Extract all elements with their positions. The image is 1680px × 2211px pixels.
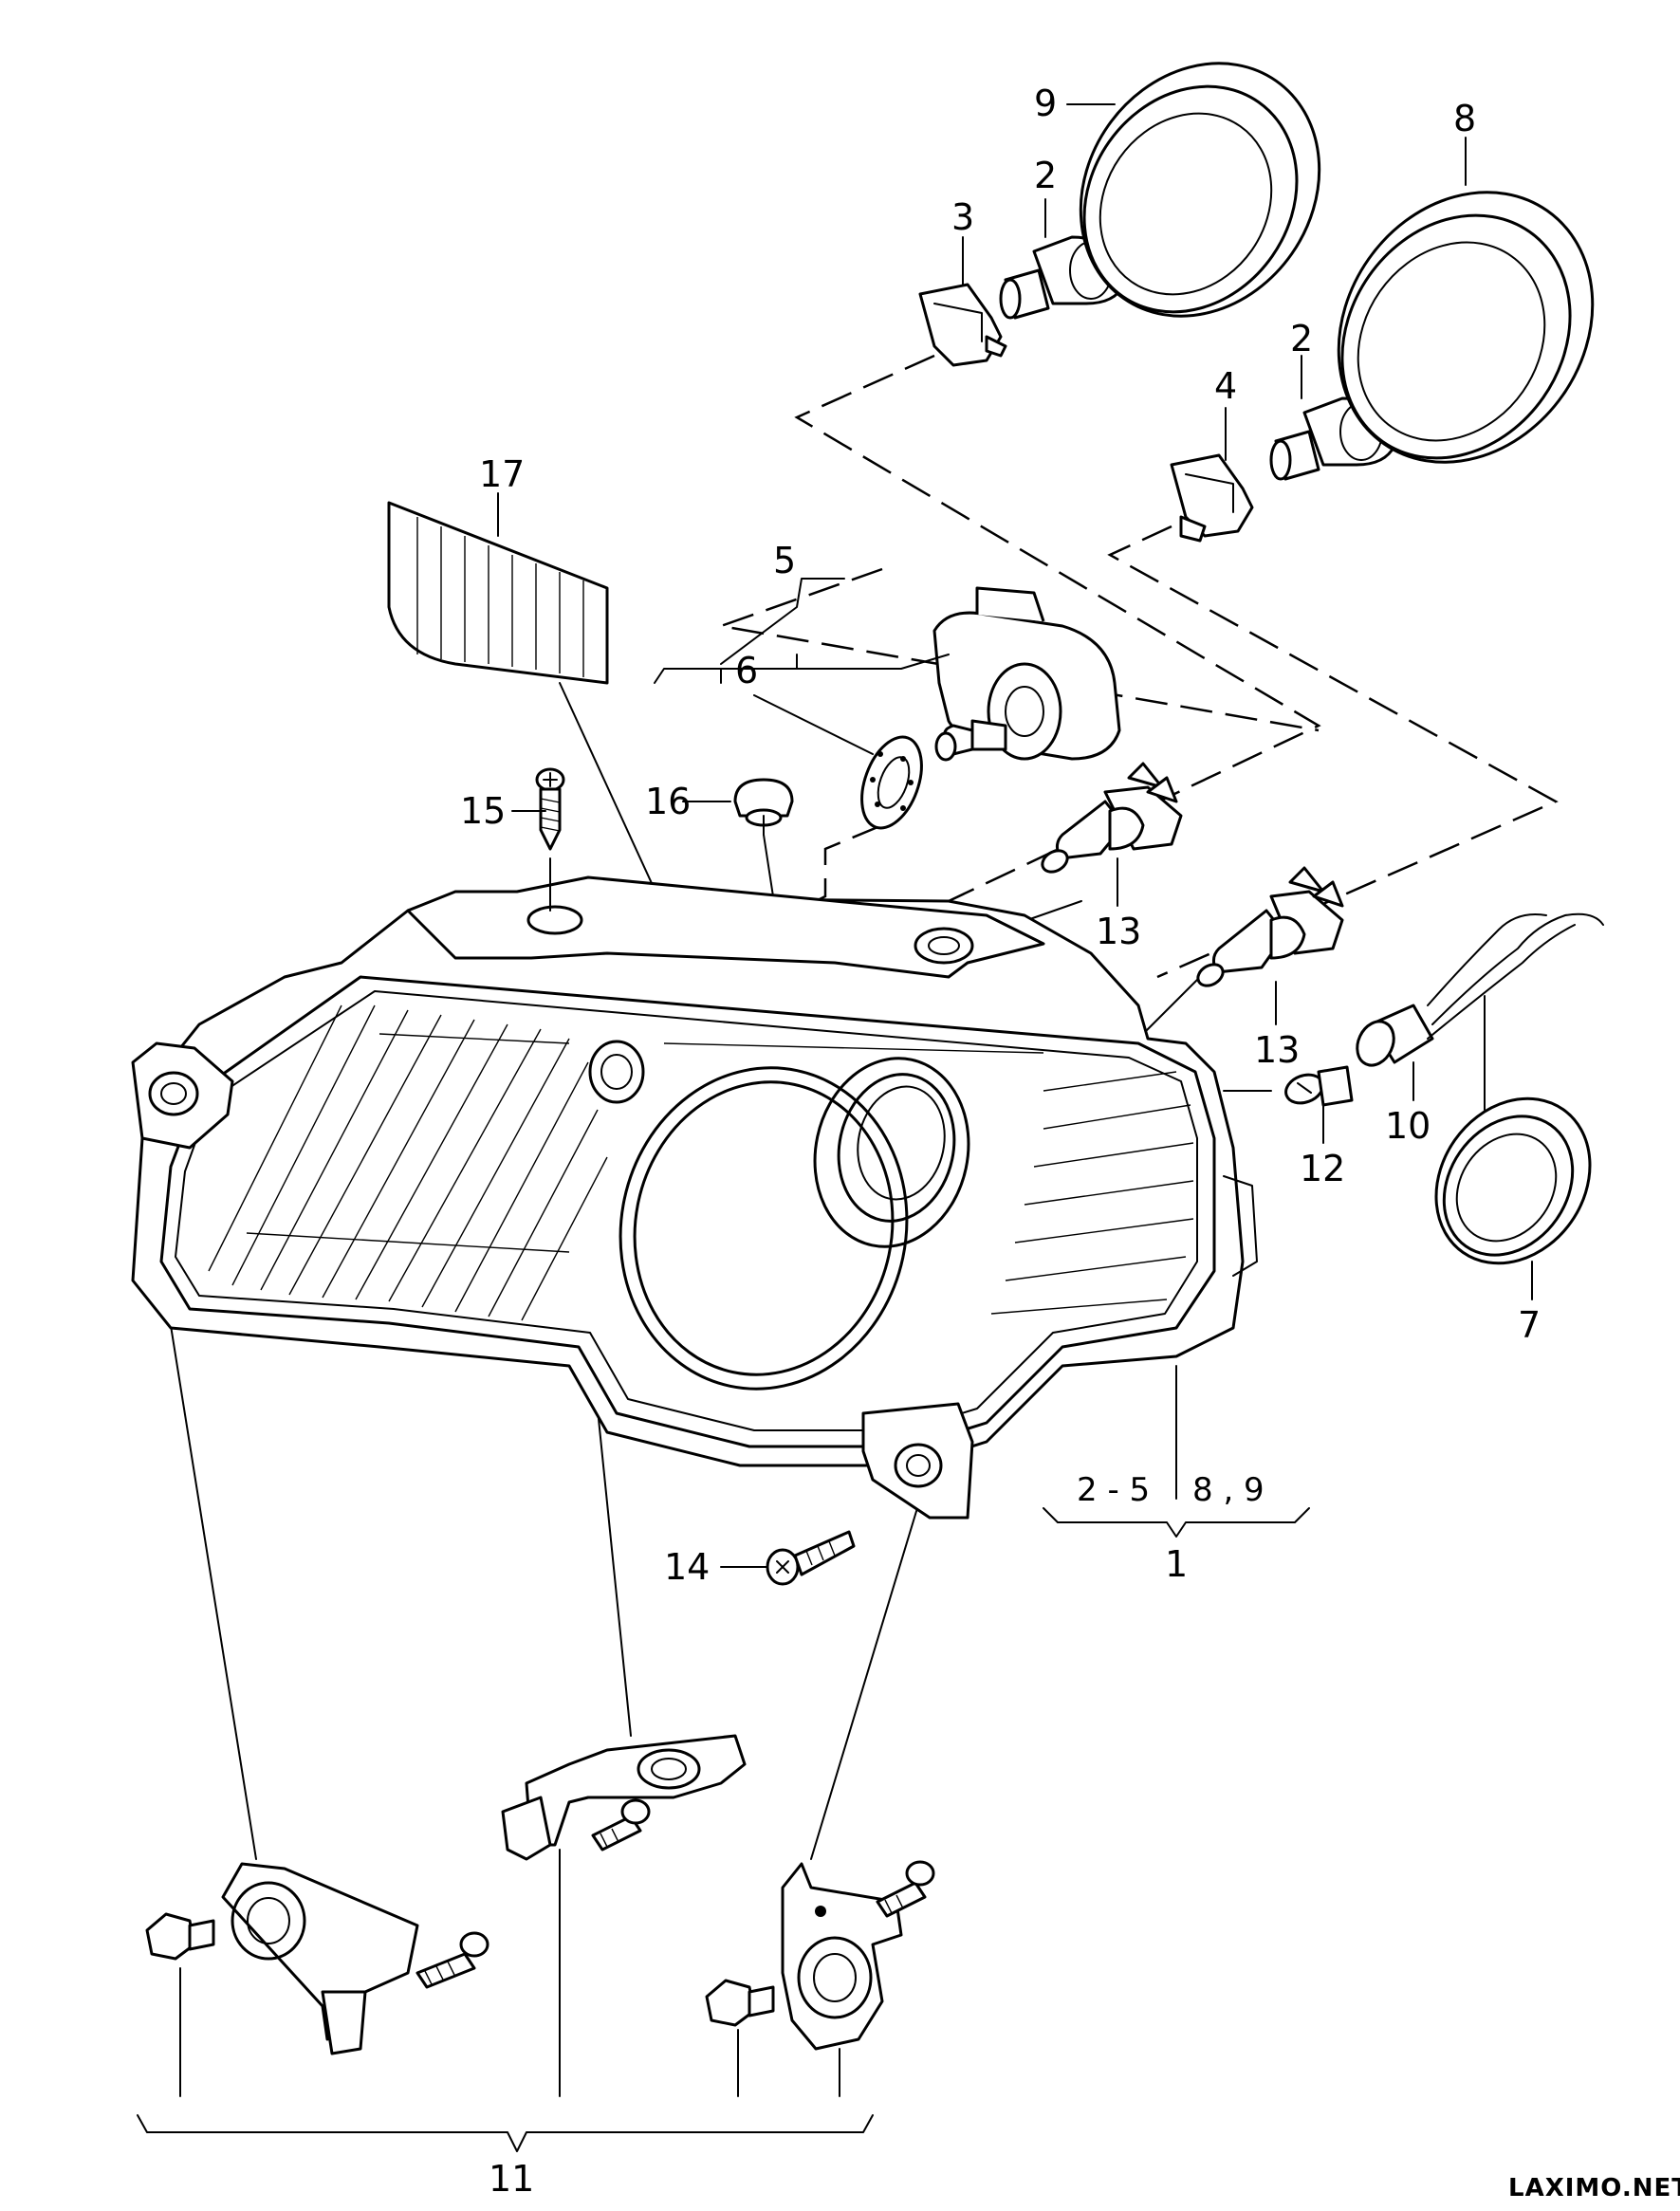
callout-8: 8 bbox=[1453, 98, 1476, 139]
group-label-2-5: 2 - 5 bbox=[1077, 1471, 1150, 1509]
callout-13-lower: 13 bbox=[1254, 1029, 1300, 1071]
part-11-bracket-center bbox=[501, 1734, 747, 2097]
callout-7: 7 bbox=[1518, 1304, 1541, 1346]
part-7-cap bbox=[1434, 1096, 1592, 1265]
callout-11: 11 bbox=[489, 2158, 534, 2200]
callout-2-upper: 2 bbox=[1034, 155, 1057, 196]
group-label-8-9: 8 , 9 bbox=[1192, 1471, 1265, 1509]
callout-labels: 9 8 2 3 2 4 17 5 6 15 16 13 13 10 12 7 2… bbox=[460, 83, 1680, 2202]
part-14-screw bbox=[766, 1530, 856, 1586]
part-8-cap bbox=[1337, 191, 1595, 464]
part-10-socket bbox=[1356, 912, 1604, 1111]
group-braces bbox=[137, 578, 1310, 2152]
callout-2-lower: 2 bbox=[1290, 318, 1313, 359]
part-13-bulb-upper bbox=[1041, 762, 1183, 874]
callout-9: 9 bbox=[1034, 83, 1057, 124]
part-13-bulb-lower bbox=[1196, 866, 1344, 987]
callout-15: 15 bbox=[460, 790, 506, 832]
part-11-bolt-left bbox=[415, 1931, 489, 1989]
watermark: LAXIMO.NET bbox=[1508, 2174, 1680, 2202]
part-11-bracket-right bbox=[781, 1862, 903, 2097]
part-11-bolt-center bbox=[591, 1798, 651, 1852]
callout-4: 4 bbox=[1214, 365, 1237, 407]
callout-3: 3 bbox=[951, 196, 974, 238]
callout-17: 17 bbox=[479, 453, 525, 495]
callout-1: 1 bbox=[1165, 1543, 1188, 1585]
part-11-screw-right bbox=[705, 1979, 775, 2097]
callout-14: 14 bbox=[664, 1546, 710, 1588]
part-6-gasket bbox=[860, 735, 923, 830]
callout-6: 6 bbox=[735, 650, 758, 691]
callout-12: 12 bbox=[1300, 1148, 1345, 1189]
callout-16: 16 bbox=[645, 781, 691, 822]
callout-10: 10 bbox=[1385, 1105, 1431, 1147]
part-17-sticker bbox=[387, 492, 609, 685]
part-11-bracket-left bbox=[221, 1862, 419, 2055]
headlight-housing bbox=[131, 875, 1258, 1520]
callout-leaders bbox=[511, 103, 1533, 1568]
part-15-screw bbox=[535, 767, 565, 912]
part-3-holder bbox=[918, 283, 1007, 367]
part-2-bulb-upper bbox=[999, 235, 1126, 320]
part-11-screw-left bbox=[145, 1912, 215, 2097]
callout-13-upper: 13 bbox=[1096, 911, 1141, 952]
part-9-cap bbox=[1079, 62, 1321, 318]
part-11-bolt-right bbox=[876, 1860, 935, 1918]
callout-5: 5 bbox=[773, 540, 796, 581]
part-4-holder bbox=[1170, 453, 1254, 543]
part-12-bulb bbox=[1284, 1065, 1354, 1107]
part-5-motor bbox=[932, 586, 1121, 762]
